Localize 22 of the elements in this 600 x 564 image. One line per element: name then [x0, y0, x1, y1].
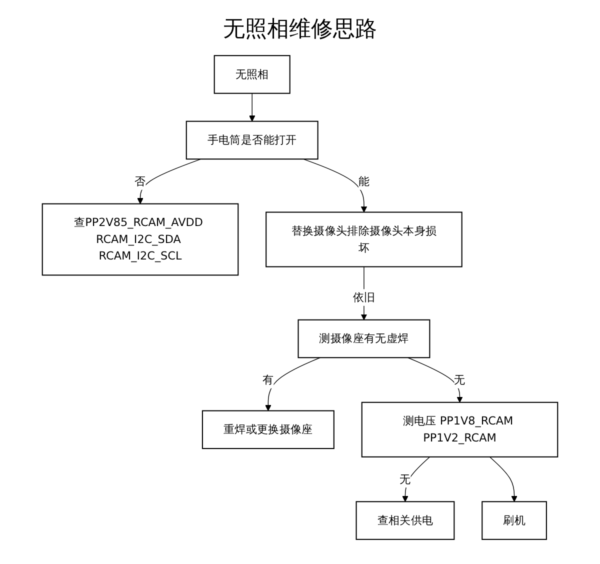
arrow: [265, 357, 320, 412]
node-box: 查相关供电: [356, 501, 455, 540]
node-box: 测摄像座有无虚焊: [298, 319, 430, 358]
node-box: 测电压 PP1V8_RCAM PP1V2_RCAM: [361, 402, 558, 458]
node-box: 查PP2V85_RCAM_AVDD RCAM_I2C_SDA RCAM_I2C_SCL: [42, 203, 239, 276]
arrow: [407, 357, 463, 403]
edge-label: 有: [262, 373, 274, 386]
node-box: 重焊或更换摄像座: [202, 410, 334, 450]
node-box: 手电筒是否能打开: [186, 120, 318, 160]
arrow: [402, 456, 430, 502]
edge-label: 否: [134, 174, 146, 188]
node-box: 替换摄像头排除摄像头本身损坏: [266, 212, 462, 268]
edge-label: 能: [358, 174, 370, 188]
edge-label: 无: [454, 373, 466, 386]
arrow: [360, 266, 368, 320]
arrow: [249, 93, 256, 122]
arrow: [489, 456, 518, 502]
edge-label: 无: [400, 472, 411, 486]
node-box: 刷机: [482, 501, 547, 540]
diagram-title: 无照相维修思路: [222, 16, 378, 44]
node-box: 无照相: [214, 55, 290, 94]
edge-label: 依旧: [352, 290, 376, 304]
